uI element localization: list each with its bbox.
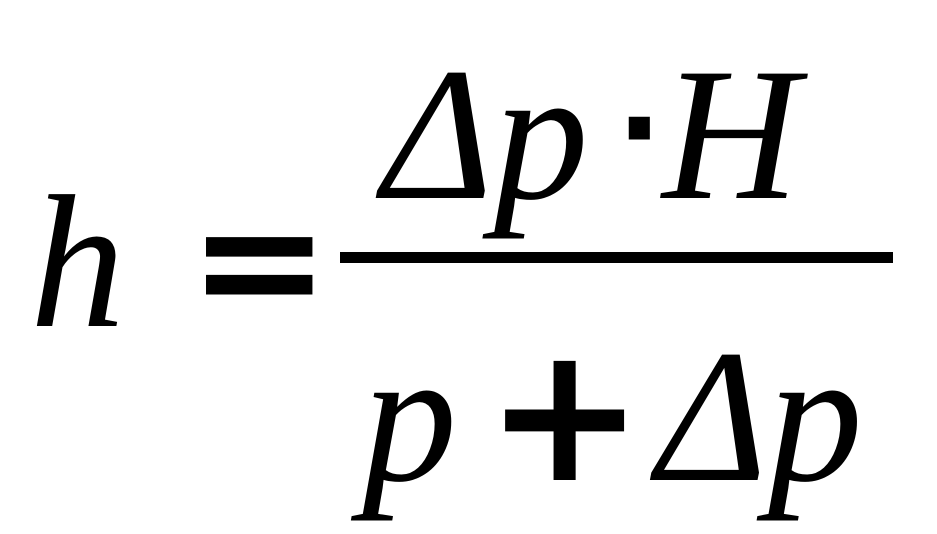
numerator-H: H [662,30,800,240]
equals-sign: = [188,162,331,360]
numerator-delta: Δ [382,30,494,240]
numerator-p: p [493,30,589,240]
plus-sign: + [485,304,645,525]
formula-lhs-h: h [30,158,125,368]
denominator-p: p [362,312,457,522]
multiplication-dot: · [616,60,663,199]
fraction-numerator: Δp·H [382,40,799,230]
fraction-denominator: p+Δp [362,320,863,513]
fraction-bar [340,252,893,263]
denominator-delta: Δ [656,312,768,522]
denominator-p-2: p [767,312,863,522]
